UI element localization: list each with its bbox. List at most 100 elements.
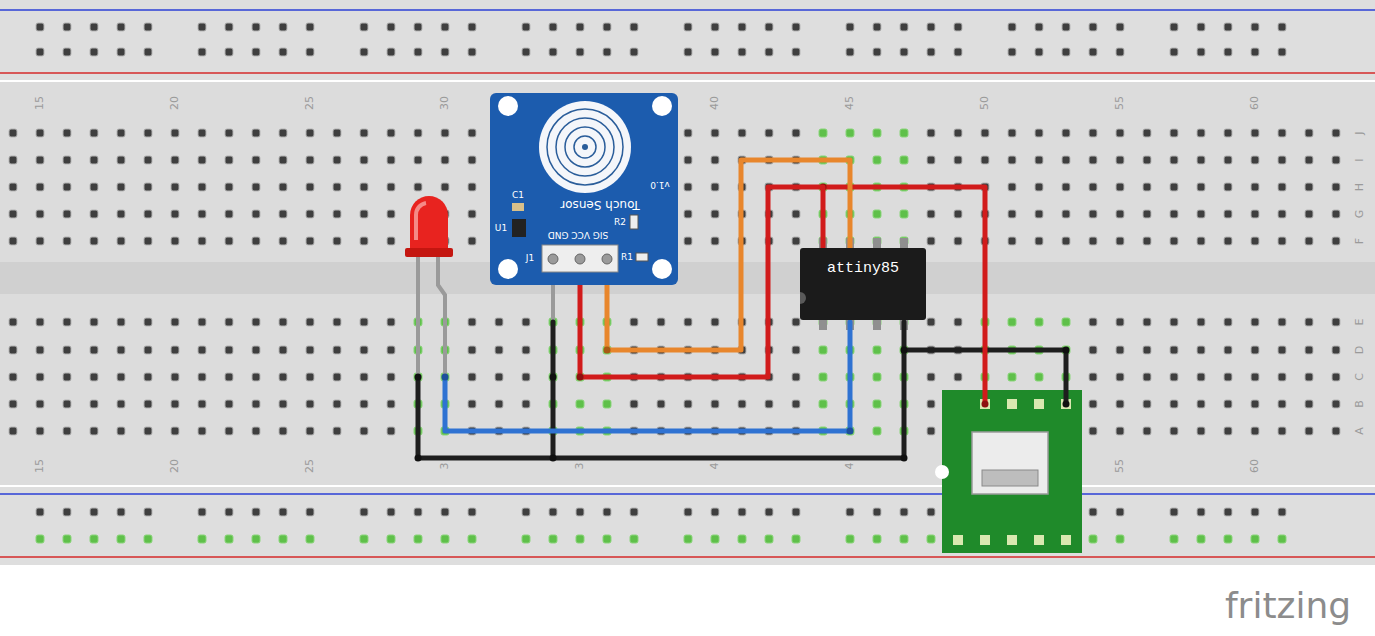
breadboard-hole xyxy=(306,508,314,516)
breadboard-hole xyxy=(1089,400,1097,408)
breadboard-hole xyxy=(198,237,206,245)
breadboard-hole xyxy=(1062,237,1070,245)
usb-pad xyxy=(1034,535,1044,545)
breadboard-hole xyxy=(225,535,233,543)
breadboard-hole xyxy=(387,400,395,408)
breadboard-hole xyxy=(954,129,962,137)
breadboard-hole xyxy=(1278,427,1286,435)
led-leg xyxy=(416,255,420,377)
breadboard-hole xyxy=(360,535,368,543)
usb-pin xyxy=(1061,399,1071,409)
pin-leg xyxy=(551,282,555,322)
breadboard-hole xyxy=(873,210,881,218)
breadboard-hole xyxy=(252,129,260,137)
breadboard-hole xyxy=(1062,156,1070,164)
breadboard-hole xyxy=(90,48,98,56)
mounting-hole xyxy=(498,96,518,116)
breadboard-hole xyxy=(1143,318,1151,326)
column-number: 55 xyxy=(1114,95,1127,111)
breadboard-hole xyxy=(873,508,881,516)
breadboard-hole xyxy=(900,129,908,137)
breadboard-hole xyxy=(1089,373,1097,381)
pin-header xyxy=(542,245,618,272)
wire-end xyxy=(901,455,908,462)
breadboard-hole xyxy=(414,535,422,543)
breadboard-hole xyxy=(711,535,719,543)
breadboard-hole xyxy=(900,210,908,218)
breadboard-hole xyxy=(144,373,152,381)
breadboard-hole xyxy=(873,48,881,56)
breadboard-hole xyxy=(1008,48,1016,56)
breadboard-hole xyxy=(387,427,395,435)
breadboard-hole xyxy=(1089,535,1097,543)
breadboard-hole xyxy=(1143,156,1151,164)
breadboard-hole xyxy=(252,373,260,381)
row-letter: C xyxy=(1354,372,1367,382)
breadboard-hole xyxy=(414,48,422,56)
breadboard-hole xyxy=(954,156,962,164)
breadboard-hole xyxy=(90,535,98,543)
breadboard-hole xyxy=(900,346,908,354)
breadboard-hole xyxy=(117,156,125,164)
breadboard-hole xyxy=(1224,237,1232,245)
breadboard-hole xyxy=(171,156,179,164)
breadboard-hole xyxy=(468,183,476,191)
breadboard-hole xyxy=(198,129,206,137)
breadboard-hole xyxy=(1305,346,1313,354)
breadboard-hole xyxy=(279,508,287,516)
wire-end xyxy=(1063,347,1070,354)
breadboard-hole xyxy=(1008,156,1016,164)
breadboard-hole xyxy=(738,508,746,516)
breadboard-hole xyxy=(1278,535,1286,543)
breadboard-hole xyxy=(576,373,584,381)
breadboard-hole xyxy=(90,318,98,326)
breadboard-hole xyxy=(927,318,935,326)
breadboard-hole xyxy=(1116,129,1124,137)
breadboard-hole xyxy=(1224,508,1232,516)
breadboard-hole xyxy=(279,346,287,354)
breadboard-hole xyxy=(711,129,719,137)
breadboard-hole xyxy=(468,400,476,408)
breadboard-hole xyxy=(846,129,854,137)
touch-pad-ring xyxy=(556,118,614,176)
breadboard-hole xyxy=(1224,23,1232,31)
breadboard-hole xyxy=(900,48,908,56)
breadboard-hole xyxy=(1143,129,1151,137)
version-label: v1.0 xyxy=(650,180,670,191)
breadboard-hole xyxy=(792,48,800,56)
breadboard-hole xyxy=(90,508,98,516)
breadboard-hole xyxy=(117,400,125,408)
breadboard-body xyxy=(0,0,1375,565)
breadboard-hole xyxy=(252,183,260,191)
breadboard-hole xyxy=(495,400,503,408)
breadboard-hole xyxy=(198,427,206,435)
header-pin xyxy=(575,254,585,264)
breadboard-hole xyxy=(738,48,746,56)
breadboard-hole xyxy=(198,156,206,164)
breadboard-hole xyxy=(144,23,152,31)
breadboard-hole xyxy=(684,535,692,543)
row-letter: D xyxy=(1354,345,1367,355)
breadboard-hole xyxy=(954,210,962,218)
breadboard-hole xyxy=(117,346,125,354)
breadboard-hole xyxy=(1197,373,1205,381)
breadboard-hole xyxy=(387,23,395,31)
breadboard-hole xyxy=(1305,400,1313,408)
breadboard-hole xyxy=(846,535,854,543)
breadboard-hole xyxy=(1224,400,1232,408)
breadboard-hole xyxy=(927,210,935,218)
breadboard-hole xyxy=(171,318,179,326)
breadboard-hole xyxy=(414,23,422,31)
breadboard-hole xyxy=(198,535,206,543)
breadboard-hole xyxy=(1170,23,1178,31)
breadboard-hole xyxy=(468,129,476,137)
breadboard-hole xyxy=(171,346,179,354)
column-number: 15 xyxy=(34,458,47,474)
breadboard-hole xyxy=(1143,373,1151,381)
resistor-symbol xyxy=(630,215,638,229)
breadboard-hole xyxy=(1170,156,1178,164)
breadboard-hole xyxy=(1170,48,1178,56)
led-leg xyxy=(438,255,445,377)
breadboard-hole xyxy=(1305,210,1313,218)
